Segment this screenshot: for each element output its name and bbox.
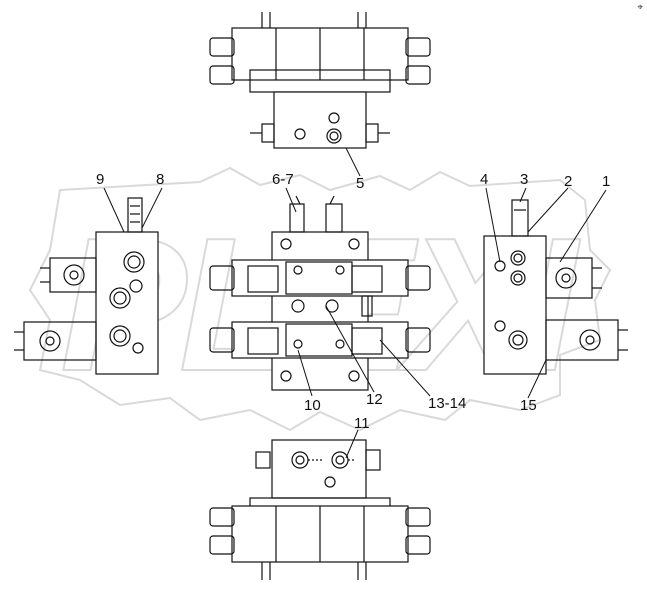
right-port-plug xyxy=(511,199,529,237)
callout-15: 15 xyxy=(520,397,537,414)
left-solenoid-lower-body xyxy=(23,321,97,361)
leader-15 xyxy=(527,359,547,399)
top-manifold-block xyxy=(273,91,367,149)
leader-9 xyxy=(103,187,125,233)
center-upper-solenoid-left xyxy=(209,265,235,291)
top-valve-group xyxy=(209,12,431,149)
left-port-plug xyxy=(127,197,143,233)
bottom-manifold-block xyxy=(271,439,367,499)
bottom-valve-group xyxy=(209,439,431,580)
top-solenoid-left-a xyxy=(209,37,235,57)
right-solenoid-upper-body xyxy=(545,257,593,299)
center-upper-solenoid-right xyxy=(405,265,431,291)
bottom-solenoid-right-a xyxy=(405,507,431,527)
left-manifold-block xyxy=(95,231,159,375)
center-manifold-block xyxy=(271,231,369,391)
center-lower-solenoid-right xyxy=(405,327,431,353)
bottom-fitting-left xyxy=(255,451,271,469)
center-sensor-right xyxy=(325,203,343,233)
leader-4 xyxy=(485,187,501,263)
leader-8 xyxy=(141,187,163,229)
bottom-solenoid-left-b xyxy=(209,535,235,555)
leader-3 xyxy=(519,187,527,203)
leader-lines xyxy=(103,147,607,459)
leader-5 xyxy=(345,147,361,177)
leader-6-7 xyxy=(285,187,297,213)
callout-9: 9 xyxy=(96,171,105,188)
leader-13-14 xyxy=(379,339,431,397)
top-solenoid-right-b xyxy=(405,65,431,85)
left-solenoid-upper-body xyxy=(49,257,97,293)
top-solenoid-right-a xyxy=(405,37,431,57)
leader-12 xyxy=(325,305,375,393)
center-valve-group xyxy=(209,195,431,391)
callout-1: 1 xyxy=(602,173,611,190)
callout-2: 2 xyxy=(564,173,573,190)
center-sensor-left xyxy=(289,203,305,233)
callout-4: 4 xyxy=(480,171,489,188)
left-manifold-group xyxy=(14,197,159,375)
callout-13-14: 13-14 xyxy=(428,395,467,412)
callout-3: 3 xyxy=(520,171,529,188)
leader-11 xyxy=(345,429,359,459)
right-manifold-block xyxy=(483,235,547,375)
bottom-solenoid-left-a xyxy=(209,507,235,527)
callout-11: 11 xyxy=(354,415,370,432)
right-manifold-group xyxy=(483,199,628,375)
callout-10: 10 xyxy=(304,397,321,414)
callout-5: 5 xyxy=(356,175,365,192)
bottom-fitting-right xyxy=(365,449,381,471)
corner-cursor-icon: ⌖ xyxy=(637,2,643,13)
center-lower-solenoid-left xyxy=(209,327,235,353)
callout-8: 8 xyxy=(156,171,165,188)
leader-2 xyxy=(527,187,569,233)
bottom-solenoid-right-b xyxy=(405,535,431,555)
top-fitting-right xyxy=(365,123,379,143)
top-solenoid-left-b xyxy=(209,65,235,85)
leader-10 xyxy=(297,349,313,397)
right-solenoid-lower-body xyxy=(545,319,619,361)
callout-6-7: 6-7 xyxy=(272,171,294,188)
top-fitting-left xyxy=(261,123,275,143)
leader-1 xyxy=(559,189,607,263)
callout-12: 12 xyxy=(366,391,383,408)
